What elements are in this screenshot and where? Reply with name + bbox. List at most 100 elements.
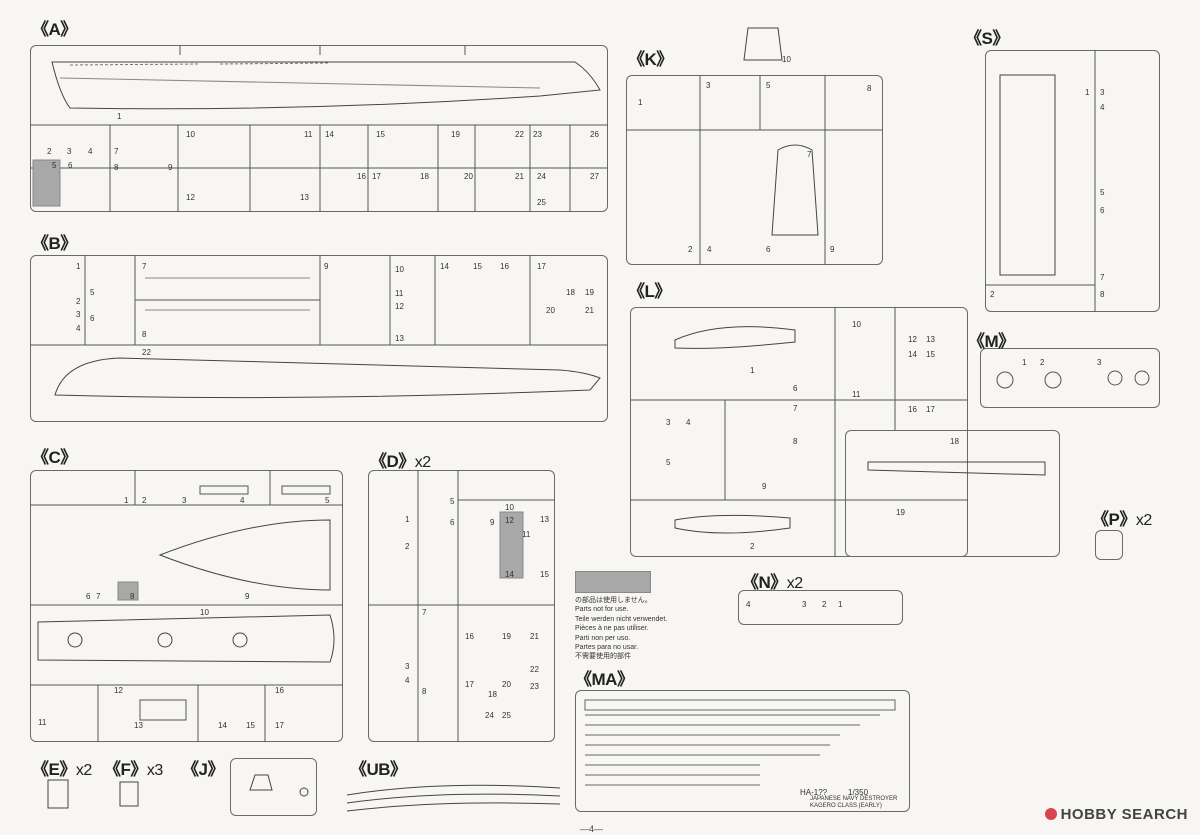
part-number: 3 (706, 81, 711, 90)
sprue-k-runners (626, 75, 883, 265)
sprue-a-runners (30, 45, 608, 212)
notice-line-fr: Pièces à ne pas utiliser. (575, 625, 649, 633)
sprue-f-multiplier: x3 (146, 762, 163, 779)
part-number: 15 (246, 721, 255, 730)
part-number: 18 (566, 288, 575, 297)
sprue-e-letter: 《E》 (32, 760, 76, 779)
part-number: 3 (666, 418, 671, 427)
sprue-n-label: 《N》x2 (742, 568, 803, 593)
sprue-e-label: 《E》x2 (32, 755, 92, 780)
part-number: 4 (88, 147, 93, 156)
hull-side-a (51, 61, 601, 110)
sprue-s-label: 《S》 (965, 29, 1009, 48)
part-number: 10 (200, 608, 209, 617)
part-number: 22 (142, 348, 151, 357)
part-j-1 (249, 774, 273, 791)
part-number: 2 (405, 542, 410, 551)
etch-ma-details (584, 699, 896, 786)
sprue-s-frame (985, 50, 1160, 312)
part-number: 7 (807, 150, 812, 159)
sprue-j-frame (230, 758, 317, 816)
part-number: 19 (451, 130, 460, 139)
part-number: 15 (376, 130, 385, 139)
part-k-10 (743, 27, 783, 61)
sprue-k-frame (626, 75, 883, 265)
part-number: 3 (405, 662, 410, 671)
part-number: 13 (926, 335, 935, 344)
part-number: 22 (515, 130, 524, 139)
part-number: 13 (300, 193, 309, 202)
sprue-l-label: 《L》 (628, 282, 671, 301)
part-number: 9 (490, 518, 495, 527)
sprue-p-multiplier: x2 (1135, 512, 1152, 529)
part-number: 3 (67, 147, 72, 156)
part-number: 10 (782, 55, 791, 64)
sprue-n-letter: 《N》 (742, 573, 787, 592)
part-number: 3 (76, 310, 81, 319)
part-number: 4 (746, 600, 751, 609)
part-number: 14 (218, 721, 227, 730)
etch-ma-title1: JAPANESE NAVY DESTROYER (810, 796, 898, 802)
part-number: 21 (585, 306, 594, 315)
part-number: 10 (395, 265, 404, 274)
part-number: 6 (90, 314, 95, 323)
brand-logo-icon (1044, 808, 1057, 820)
part-number: 8 (130, 592, 135, 601)
part-number: 3 (1100, 88, 1105, 97)
sprue-d-frame (368, 470, 555, 742)
part-number: 12 (908, 335, 917, 344)
part-number: 14 (325, 130, 334, 139)
part-number: 24 (485, 711, 494, 720)
sprue-a-label: 《A》 (32, 20, 77, 39)
sprue-n-frame (738, 590, 903, 625)
part-number: 1 (1085, 88, 1090, 97)
part-number: 7 (114, 147, 119, 156)
part-number: 10 (505, 503, 514, 512)
part-number: 11 (38, 718, 47, 727)
part-number: 2 (142, 496, 147, 505)
sprue-d-letter: 《D》 (370, 452, 415, 471)
part-number: 7 (793, 404, 798, 413)
part-number: 10 (852, 320, 861, 329)
etch-ma-title2: KAGERO CLASS (EARLY) (810, 803, 882, 809)
part-number: 11 (852, 390, 861, 399)
sprue-l-ext-frame (845, 430, 1060, 557)
etch-ma-scale: 1/350 (848, 788, 869, 797)
part-number: 19 (585, 288, 594, 297)
hull-l-2 (674, 514, 791, 534)
part-f-1 (119, 781, 139, 807)
sprue-c-runners (30, 470, 343, 742)
part-number: 17 (537, 262, 546, 271)
sprue-c-frame (30, 470, 343, 742)
part-number: 23 (533, 130, 542, 139)
sprue-f-letter: 《F》 (104, 760, 147, 779)
sprue-d-label: 《D》x2 (370, 447, 431, 472)
part-number: 2 (47, 147, 52, 156)
part-number: 16 (357, 172, 366, 181)
notice-line-de: Teile werden nicht verwendet. (575, 615, 668, 623)
part-number: 19 (502, 632, 511, 641)
sprue-p-frame (1095, 530, 1123, 560)
part-number: 13 (540, 515, 549, 524)
etch-ma-code: HA-1?? (800, 788, 828, 797)
part-number: 12 (395, 302, 404, 311)
part-number: 3 (182, 496, 187, 505)
deck-c-10 (37, 614, 335, 663)
part-number: 9 (762, 482, 767, 491)
sprue-p-label: 《P》x2 (1092, 505, 1152, 530)
part-number: 17 (926, 405, 935, 414)
part-number: 1 (76, 262, 81, 271)
sprue-j-label: 《J》 (182, 760, 224, 779)
sprue-a-frame (30, 45, 608, 212)
sprue-n-multiplier: x2 (786, 575, 803, 592)
part-number: 5 (52, 161, 57, 170)
etch-ma-frame (575, 690, 910, 812)
part-e-1 (47, 779, 69, 809)
sprue-d-multiplier: x2 (414, 454, 431, 471)
part-number: 19 (896, 508, 905, 517)
sprue-f-label: 《F》x3 (104, 755, 163, 780)
part-d-12-14-unused (499, 511, 524, 579)
part-number: 18 (950, 437, 959, 446)
unused-parts-swatch (575, 571, 651, 593)
